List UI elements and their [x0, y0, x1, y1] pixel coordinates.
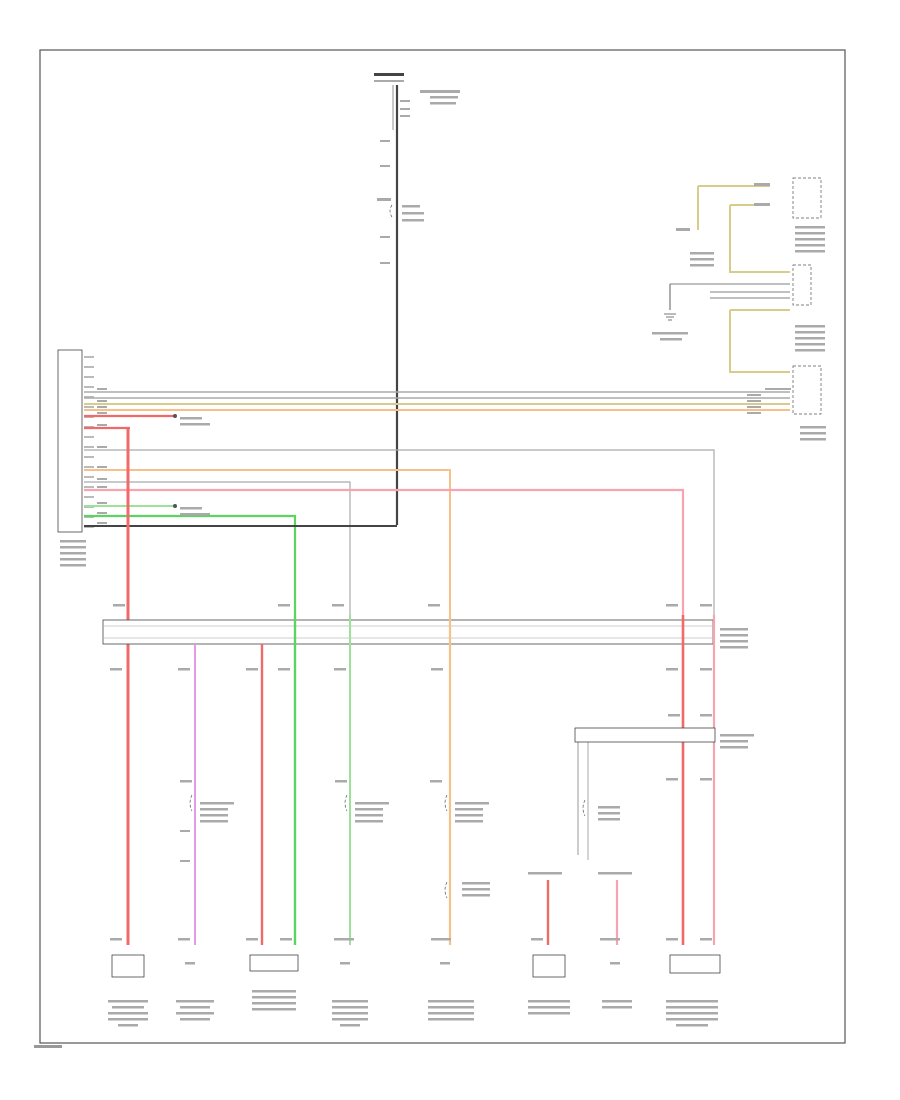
left-module-connector	[57, 349, 94, 567]
footer-mark	[34, 1045, 62, 1048]
right-junction	[528, 714, 754, 875]
ground-icon	[664, 313, 676, 321]
top-right-connectors	[652, 177, 826, 441]
component-box	[111, 954, 145, 978]
bottom-components	[108, 938, 721, 1027]
inline-connectors	[110, 668, 712, 897]
component-box	[532, 954, 566, 978]
inline-switch-marks	[189, 794, 586, 899]
top-feed	[374, 73, 460, 525]
junction-connector	[102, 604, 748, 649]
horizontal-wires	[84, 388, 791, 615]
lower-wires	[194, 615, 716, 945]
component-box	[669, 954, 721, 974]
component-box	[249, 954, 299, 972]
diagram-frame	[39, 49, 846, 1044]
